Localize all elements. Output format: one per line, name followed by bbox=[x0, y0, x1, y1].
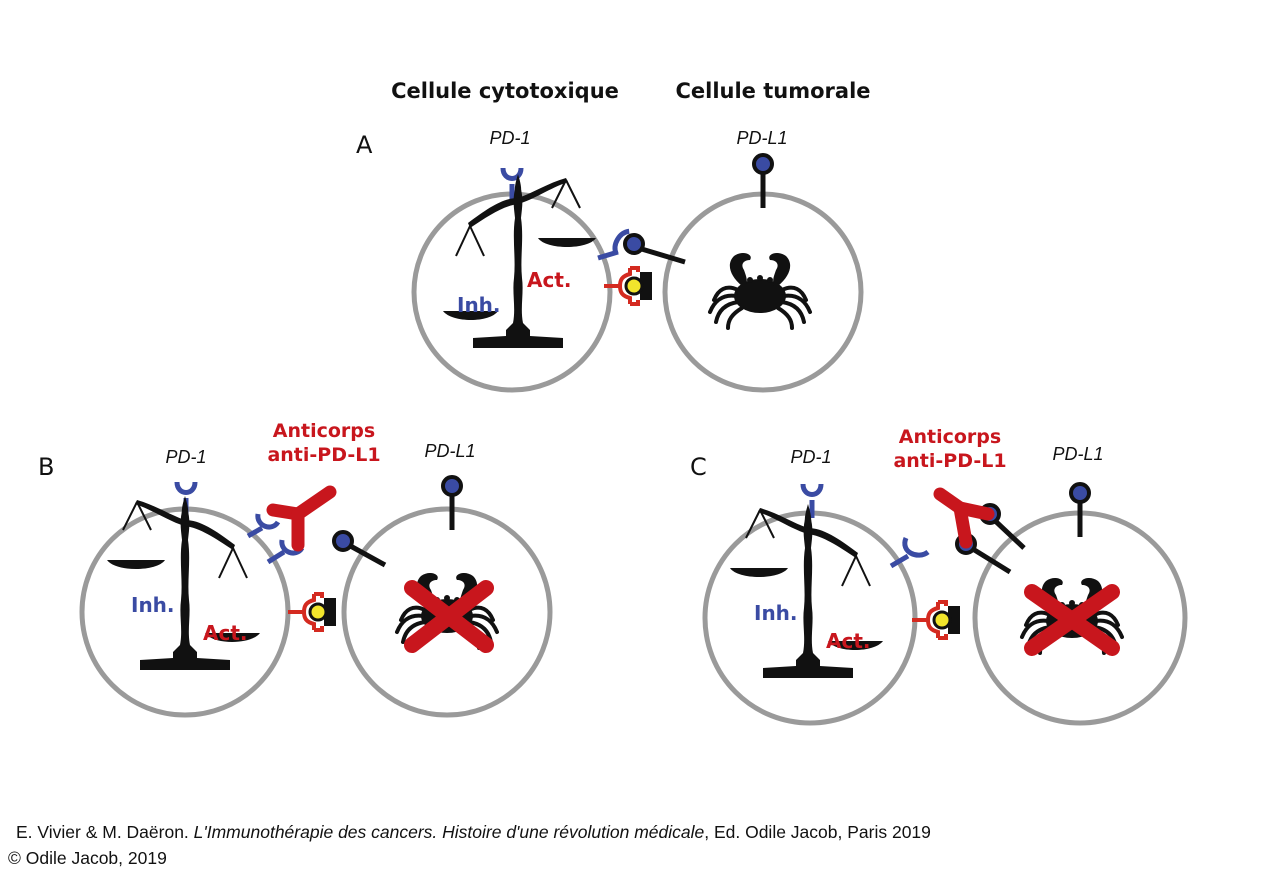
inh-label: Inh. bbox=[457, 293, 501, 317]
red-cross-icon bbox=[1024, 584, 1120, 656]
copyright: © Odile Jacob, 2019 bbox=[8, 848, 167, 868]
antibody-label-line2: anti-PD-L1 bbox=[267, 444, 380, 466]
red-cross-icon bbox=[404, 580, 494, 653]
pd1-receptor-icon bbox=[889, 537, 930, 569]
header-cytotoxic-cell: Cellule cytotoxique bbox=[391, 79, 619, 103]
inh-label: Inh. bbox=[754, 601, 798, 625]
pdl1-label: PD-L1 bbox=[424, 441, 475, 461]
antibody-label-line1: Anticorps bbox=[899, 426, 1001, 448]
pdl1-ligand-icon bbox=[443, 477, 461, 530]
citation-title: L'Immunothérapie des cancers. Histoire d… bbox=[193, 822, 705, 842]
pd1-receptor-icon bbox=[246, 513, 281, 539]
antibody-icon bbox=[266, 485, 337, 552]
act-label: Act. bbox=[203, 621, 248, 645]
antibody-icon bbox=[933, 487, 995, 549]
pdl1-ligand-icon bbox=[1071, 484, 1089, 537]
pdl1-label: PD-L1 bbox=[1052, 444, 1103, 464]
pd1-label: PD-1 bbox=[165, 447, 206, 467]
activating-receptor-ligand-icon bbox=[286, 592, 338, 632]
panel-letter: B bbox=[38, 453, 54, 481]
balance-scale-icon bbox=[442, 173, 597, 349]
header-tumor-cell: Cellule tumorale bbox=[675, 79, 870, 103]
citation-publisher: , Ed. Odile Jacob, Paris 2019 bbox=[704, 822, 931, 842]
cytotoxic-cell bbox=[411, 191, 613, 393]
pd1-label: PD-1 bbox=[790, 447, 831, 467]
panel-c: C PD-1 PD-L1 Anticorps anti-PD-L1 bbox=[690, 426, 1188, 726]
pd1-pdl1-complex-icon bbox=[597, 228, 686, 265]
pdl1-ligand-icon bbox=[332, 530, 387, 568]
citation-authors: E. Vivier & M. Daëron. bbox=[16, 822, 194, 842]
pdl1-ligand-icon bbox=[754, 155, 772, 208]
panel-letter: C bbox=[690, 453, 707, 481]
pdl1-label: PD-L1 bbox=[736, 128, 787, 148]
panel-letter: A bbox=[356, 131, 373, 159]
act-label: Act. bbox=[826, 629, 871, 653]
antibody-label-line2: anti-PD-L1 bbox=[893, 450, 1006, 472]
tumor-cell bbox=[341, 506, 553, 718]
activating-receptor-ligand-icon bbox=[910, 600, 962, 640]
crab-tumor-icon bbox=[708, 251, 812, 330]
panel-a: A PD-1 PD-L1 Inh. Act. bbox=[356, 128, 864, 393]
citation: E. Vivier & M. Daëron. L'Immunothérapie … bbox=[16, 822, 931, 843]
act-label: Act. bbox=[527, 268, 572, 292]
antibody-label-line1: Anticorps bbox=[273, 420, 375, 442]
inh-label: Inh. bbox=[131, 593, 175, 617]
pd1-label: PD-1 bbox=[489, 128, 530, 148]
panel-b: B PD-1 PD-L1 Anticorps anti-PD-L1 bbox=[38, 420, 553, 718]
